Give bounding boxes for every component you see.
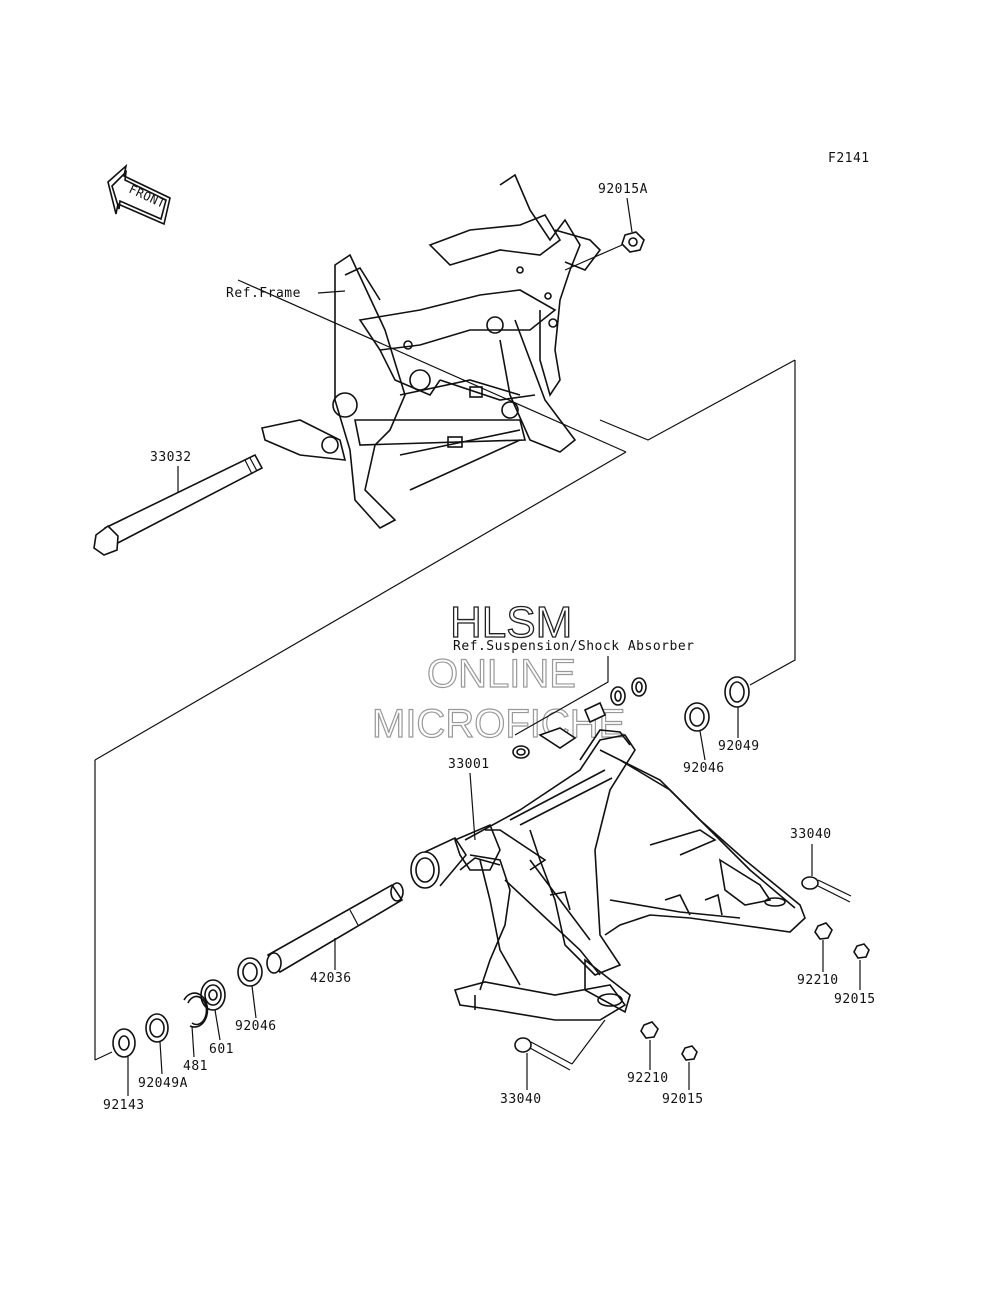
label-92210-bottom: 92210	[627, 1071, 669, 1086]
label-42036: 42036	[310, 971, 352, 986]
diagram-code: F2141	[828, 151, 870, 166]
label-92210-right: 92210	[797, 973, 839, 988]
part-92049-seal-top	[724, 676, 750, 708]
label-33040-bottom: 33040	[500, 1092, 542, 1107]
label-92046-left: 92046	[235, 1019, 277, 1034]
watermark: HLSM ONLINE MICROFICHE	[371, 597, 626, 746]
part-33040-adjuster-bottom	[514, 1019, 606, 1071]
label-33001: 33001	[448, 757, 490, 772]
label-601: 601	[209, 1042, 234, 1057]
label-92015A: 92015A	[598, 182, 648, 197]
watermark-line2: ONLINE	[427, 652, 576, 696]
upper-bushings	[512, 677, 647, 759]
part-33032-pivot-shaft	[93, 453, 264, 556]
part-92210-nut-right	[814, 922, 833, 940]
label-92046-top: 92046	[683, 761, 725, 776]
part-92046-bearing-top	[684, 702, 710, 732]
part-92015-nut-bottom	[681, 1045, 698, 1061]
part-92015-nut-right	[853, 943, 870, 959]
part-481-circlip	[183, 992, 209, 1028]
label-33040-right: 33040	[790, 827, 832, 842]
part-42036-sleeve	[266, 882, 404, 974]
label-481: 481	[183, 1059, 208, 1074]
ref-frame-label: Ref.Frame	[226, 286, 301, 301]
label-92143: 92143	[103, 1098, 145, 1113]
part-92143-collar	[112, 1028, 136, 1058]
label-92049-top: 92049	[718, 739, 760, 754]
part-92015A-nut	[621, 231, 645, 253]
label-33032: 33032	[150, 450, 192, 465]
part-601-ball-bearing	[200, 979, 226, 1011]
watermark-line1: HLSM	[450, 598, 572, 647]
swingarm-drawing	[453, 729, 806, 1021]
part-33040-adjuster-right	[801, 876, 852, 903]
part-92210-nut-bottom	[640, 1021, 659, 1039]
part-92046-bearing-left	[237, 957, 263, 987]
frame-drawing	[261, 173, 602, 530]
ref-suspension-label: Ref.Suspension/Shock Absorber	[453, 639, 694, 654]
label-92015-right: 92015	[834, 992, 876, 1007]
label-92015-bottom: 92015	[662, 1092, 704, 1107]
front-arrow-icon: FRONT	[107, 163, 171, 226]
part-92049A-seal	[145, 1013, 169, 1043]
assembly-guide-lines	[94, 279, 796, 1061]
watermark-line3: MICROFICHE	[372, 702, 625, 746]
label-92049A: 92049A	[138, 1076, 188, 1091]
pivot-collar	[410, 836, 467, 889]
